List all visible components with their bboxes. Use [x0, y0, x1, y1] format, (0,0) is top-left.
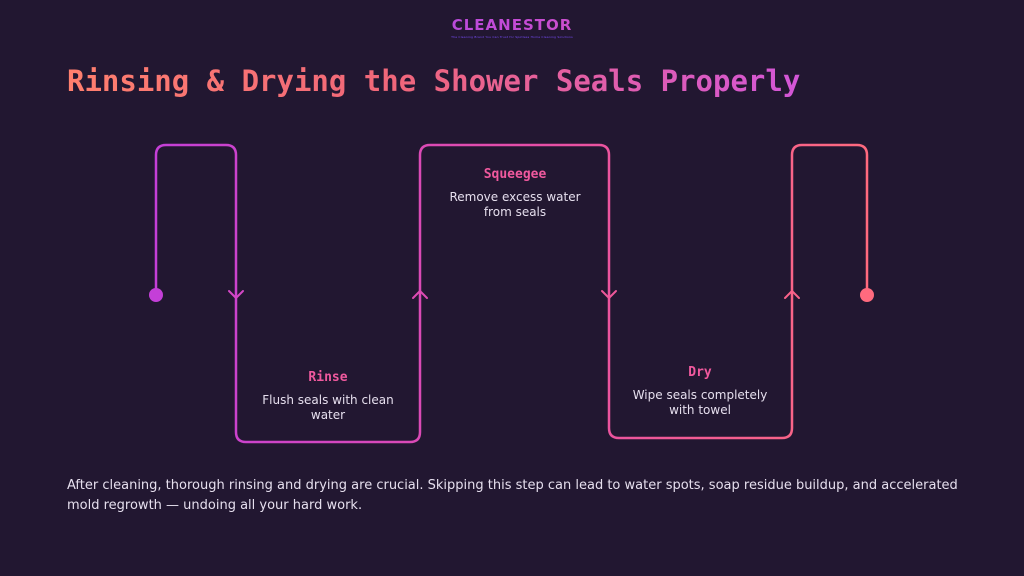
- step-description: Remove excess water from seals: [449, 190, 581, 219]
- step-dry: Dry Wipe seals completely with towel: [610, 365, 790, 418]
- down-arrow-icon: [228, 290, 244, 299]
- step-description: Wipe seals completely with towel: [632, 388, 768, 417]
- brand-tagline: The Cleaning Brand You Can Trust for Spo…: [451, 35, 573, 39]
- step-rinse: Rinse Flush seals with clean water: [238, 370, 418, 423]
- step-squeegee: Squeegee Remove excess water from seals: [425, 167, 605, 220]
- up-arrow-icon: [784, 290, 800, 299]
- flow-path: [154, 143, 869, 444]
- flow-start-dot: [149, 288, 163, 302]
- down-arrow-icon: [601, 290, 617, 299]
- up-arrow-icon: [412, 290, 428, 299]
- step-title: Dry: [688, 365, 712, 380]
- step-title: Squeegee: [483, 167, 547, 182]
- step-description: Flush seals with clean water: [262, 393, 394, 422]
- brand-name: CLEANESTOR: [0, 16, 1024, 34]
- flow-end-dot: [860, 288, 874, 302]
- step-title: Rinse: [308, 370, 348, 385]
- footer-description: After cleaning, thorough rinsing and dry…: [67, 478, 958, 513]
- page-title: Rinsing & Drying the Shower Seals Proper…: [67, 64, 801, 98]
- brand-logo: CLEANESTOR The Cleaning Brand You Can Tr…: [0, 16, 1024, 39]
